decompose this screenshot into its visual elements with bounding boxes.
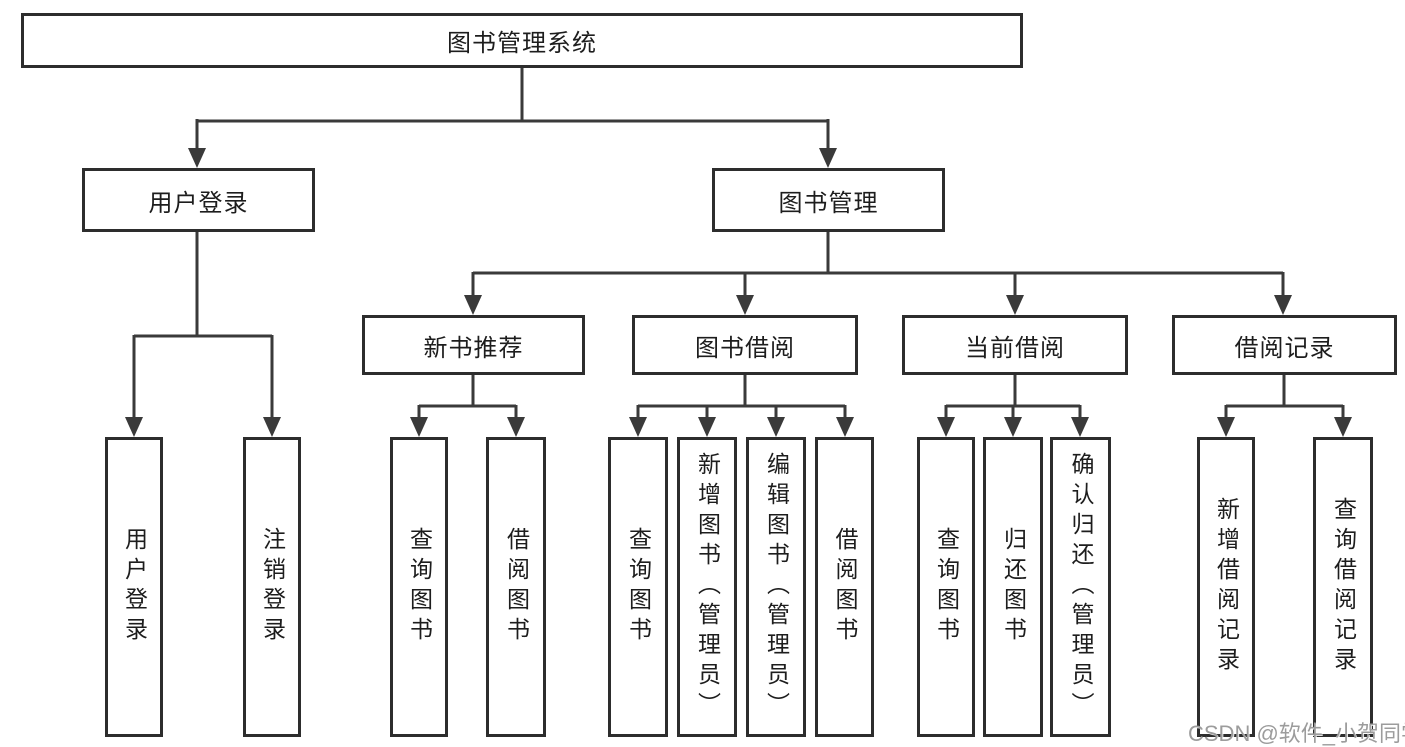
node-book-borrowing: 图书借阅 [632, 315, 858, 375]
csdn-watermark: CSDN @软件_小贺同学 [1188, 721, 1405, 746]
arrowhead-icon [1006, 295, 1024, 315]
arrowhead-icon [629, 417, 647, 437]
connector-recommend-to-leaves [417, 375, 518, 420]
node-label: 图书管理系统 [447, 30, 597, 57]
node-label: 图书管理 [778, 189, 879, 217]
arrowhead-icon [836, 417, 854, 437]
leaf-label: 查询图书 [625, 527, 652, 647]
leaf-recommend-borrow-books: 借阅图书 [486, 437, 546, 737]
leaf-label: 查询图书 [406, 527, 433, 647]
leaf-borrowing-query-books: 查询图书 [608, 437, 668, 737]
leaf-logout: 注销登录 [243, 437, 301, 737]
node-borrow-records: 借阅记录 [1172, 315, 1397, 375]
connector-borrow-to-leaves [636, 375, 847, 420]
arrowhead-icon [767, 417, 785, 437]
leaf-label: 新增图书（管理员） [694, 452, 721, 722]
arrowhead-icon [188, 148, 206, 168]
leaf-borrowing-edit-books-admin: 编辑图书（管理员） [746, 437, 806, 737]
connector-book-to-level3 [471, 232, 1285, 297]
arrowhead-icon [1004, 417, 1022, 437]
leaf-user-login: 用户登录 [105, 437, 163, 737]
arrowhead-icon [263, 417, 281, 437]
leaf-recommend-query-books: 查询图书 [390, 437, 448, 737]
leaf-label: 注销登录 [259, 527, 286, 647]
arrowhead-icon [410, 417, 428, 437]
arrowhead-icon [507, 417, 525, 437]
node-label: 图书借阅 [695, 334, 795, 362]
arrowhead-icon [937, 417, 955, 437]
node-library-system: 图书管理系统 [21, 13, 1023, 68]
connector-current-to-leaves [944, 375, 1082, 420]
arrowhead-icon [698, 417, 716, 437]
leaf-label: 确认归还（管理员） [1068, 452, 1094, 722]
node-label: 当前借阅 [965, 334, 1065, 362]
leaf-current-query-books: 查询图书 [917, 437, 975, 737]
leaf-current-confirm-return-admin: 确认归还（管理员） [1050, 437, 1111, 737]
leaf-label: 借阅图书 [503, 527, 530, 647]
leaf-records-query-record: 查询借阅记录 [1313, 437, 1373, 737]
leaf-current-return-books: 归还图书 [983, 437, 1043, 737]
arrowhead-icon [819, 148, 837, 168]
leaf-records-add-record: 新增借阅记录 [1197, 437, 1255, 737]
leaf-label: 用户登录 [121, 527, 148, 647]
leaf-borrowing-borrow-books: 借阅图书 [815, 437, 874, 737]
connector-root-to-level2 [195, 68, 830, 150]
leaf-label: 编辑图书（管理员） [763, 452, 790, 722]
node-label: 新书推荐 [423, 334, 524, 362]
arrowhead-icon [736, 295, 754, 315]
arrowhead-icon [1334, 417, 1352, 437]
node-new-book-recommend: 新书推荐 [362, 315, 585, 375]
arrowhead-icon [464, 295, 482, 315]
leaf-borrowing-add-books-admin: 新增图书（管理员） [677, 437, 737, 737]
node-current-borrowing: 当前借阅 [902, 315, 1128, 375]
connector-records-to-leaves [1224, 375, 1345, 420]
leaf-label: 借阅图书 [832, 527, 858, 647]
leaf-label: 查询借阅记录 [1330, 497, 1357, 677]
arrowhead-icon [1274, 295, 1292, 315]
node-label: 用户登录 [148, 189, 249, 217]
node-user-login: 用户登录 [82, 168, 315, 232]
arrowhead-icon [1217, 417, 1235, 437]
leaf-label: 查询图书 [933, 527, 960, 647]
arrowhead-icon [125, 417, 143, 437]
leaf-label: 新增借阅记录 [1213, 497, 1240, 677]
leaf-label: 归还图书 [1000, 527, 1027, 647]
arrowhead-icon [1071, 417, 1089, 437]
node-book-management: 图书管理 [712, 168, 945, 232]
connector-user-to-leaves [132, 232, 274, 419]
node-label: 借阅记录 [1234, 334, 1335, 362]
